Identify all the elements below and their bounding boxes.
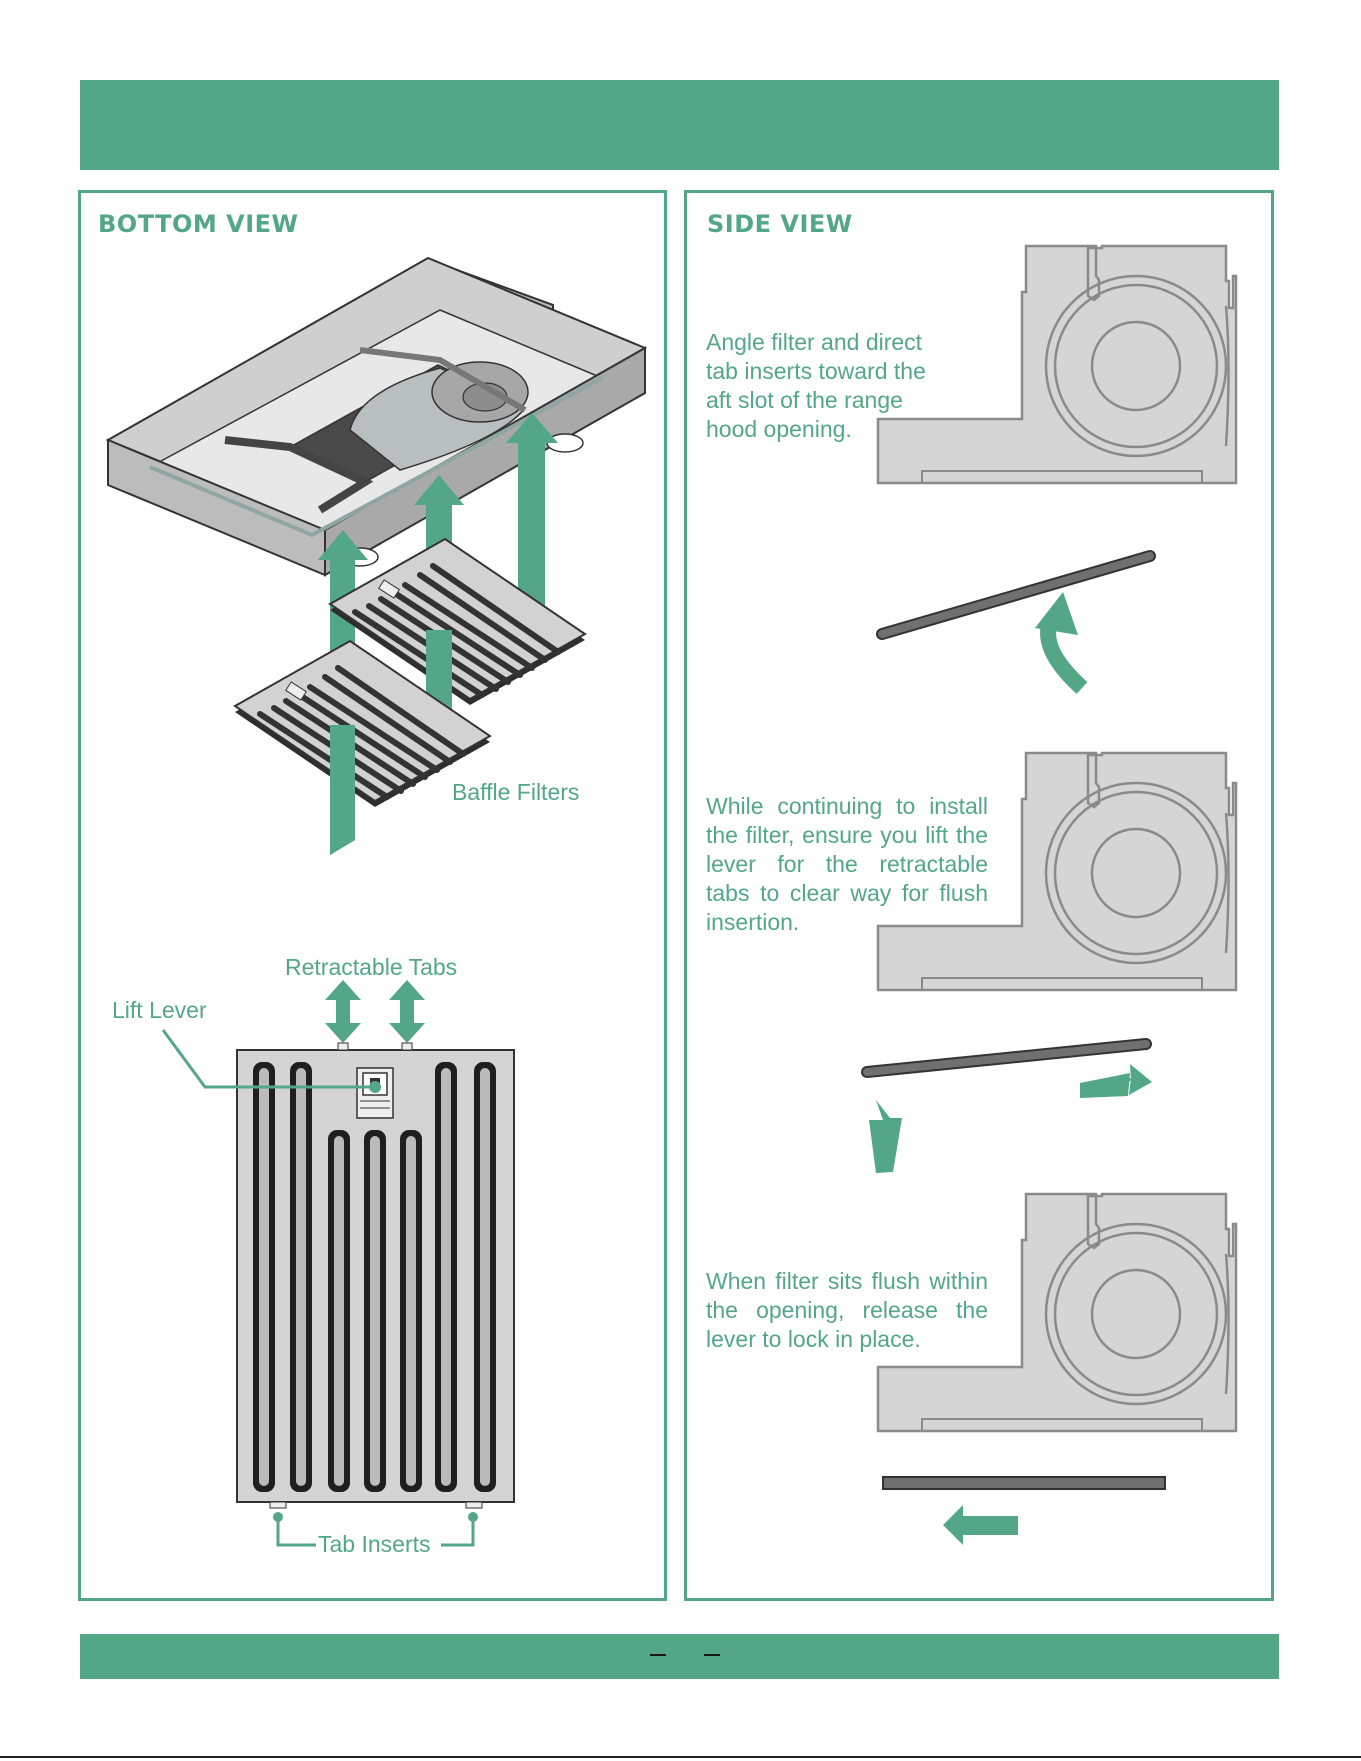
bottom-view-heading: BOTTOM VIEW bbox=[98, 210, 299, 238]
side-view-step-3-text: When filter sits flush within the openin… bbox=[706, 1268, 988, 1352]
baffle-filter-front-view bbox=[236, 1042, 515, 1509]
side-view-step-2-text: While continuing to install the filter, … bbox=[706, 793, 988, 935]
lift-lever-label: Lift Lever bbox=[112, 997, 207, 1023]
retractable-tab-arrows bbox=[325, 980, 425, 1043]
footer-page-mark-left bbox=[650, 1654, 666, 1656]
side-view-step-1-text: Angle filter and direct tab inserts towa… bbox=[706, 329, 926, 442]
page-edge-line bbox=[0, 1756, 1361, 1758]
retractable-tabs-label: Retractable Tabs bbox=[285, 954, 458, 980]
header-band bbox=[80, 80, 1279, 170]
lift-lever-leader bbox=[161, 1029, 381, 1093]
bottom-view-panel: BOTTOM VIEW bbox=[78, 190, 667, 1601]
side-profile-step-2 bbox=[861, 751, 1238, 1173]
tab-inserts-bracket bbox=[273, 1512, 478, 1547]
side-profile-step-3 bbox=[876, 1192, 1238, 1545]
baffle-filter-upper bbox=[328, 537, 587, 705]
footer-page-mark-right bbox=[704, 1654, 720, 1656]
footer-band bbox=[80, 1634, 1279, 1679]
range-hood-illustration bbox=[105, 256, 648, 577]
tab-inserts-label: Tab Inserts bbox=[318, 1531, 431, 1557]
baffle-filters-label: Baffle Filters bbox=[452, 779, 580, 805]
side-view-panel: SIDE VIEW bbox=[684, 190, 1274, 1601]
side-profile-step-1 bbox=[876, 244, 1238, 694]
side-view-heading: SIDE VIEW bbox=[707, 210, 853, 238]
